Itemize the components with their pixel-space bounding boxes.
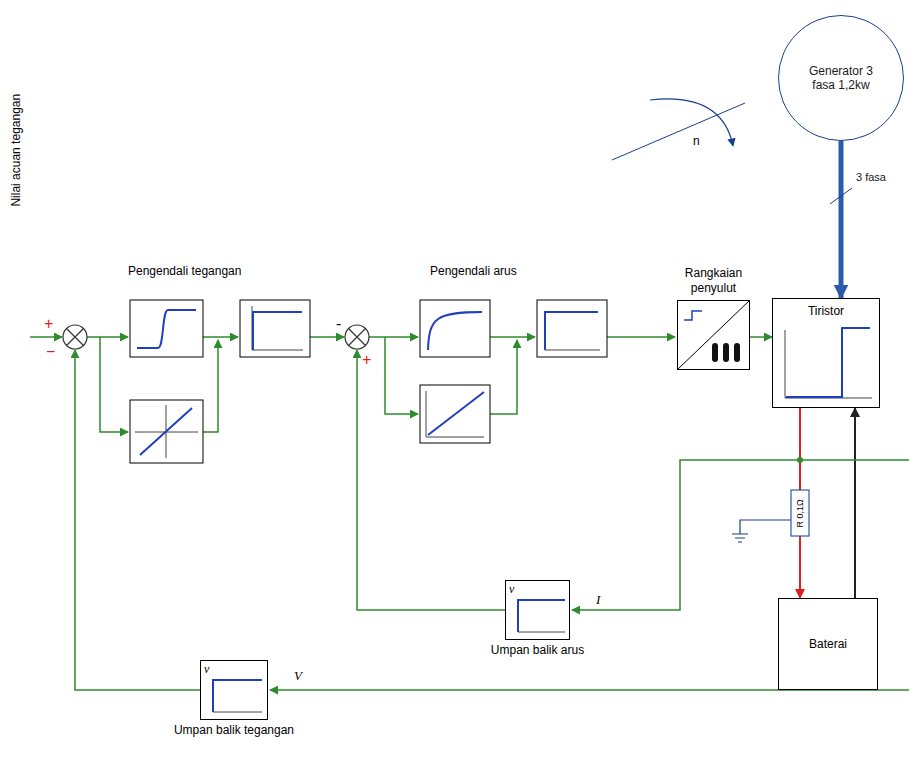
firing-circuit-symbol	[677, 300, 750, 370]
input-label: Nilai acuan tegangan	[9, 94, 23, 207]
battery-return-line	[854, 408, 856, 598]
node-text: v	[204, 662, 209, 676]
summing-junction	[63, 325, 369, 349]
transfer-block	[130, 300, 607, 463]
wire-junction	[797, 457, 803, 463]
ground-symbol	[732, 520, 791, 542]
group-heading: Pengendali tegangan	[128, 264, 241, 278]
sign-label: +	[44, 314, 53, 333]
signal-name: V	[294, 668, 302, 684]
thyristor-box: Tiristor	[772, 298, 880, 408]
signal-wire	[30, 337, 909, 690]
node-text: Generator 3 fasa 1,2kw	[808, 64, 874, 93]
sign-label: +	[362, 350, 371, 369]
firing-signal	[750, 336, 772, 338]
block-axes	[135, 306, 872, 712]
node-text: Umpan balik tegangan	[174, 723, 294, 737]
voltage-feedback-box: vUmpan balik tegangan	[200, 660, 268, 720]
speed-label: n	[693, 134, 700, 148]
node-text: Tiristor	[808, 304, 844, 318]
phase-slash	[830, 188, 852, 204]
current-feedback-box: vUmpan balik arus	[505, 580, 570, 640]
firing-circuit-box: Rangkaian penyulut	[677, 300, 750, 370]
node-text: v	[509, 582, 514, 596]
node-text: Umpan balik arus	[491, 643, 584, 657]
signal-name: I	[596, 592, 600, 608]
node-text: Baterai	[809, 637, 847, 651]
sign-label: −	[46, 342, 55, 361]
generator-circle: Generator 3 fasa 1,2kw	[778, 15, 904, 141]
battery-box: Baterai	[778, 598, 878, 690]
node-text: Rangkaian penyulut	[672, 266, 756, 295]
three-phase-line	[839, 141, 844, 298]
rotation-arrow	[612, 99, 745, 160]
block-curve	[137, 310, 870, 712]
resistor-symbol	[791, 490, 809, 536]
group-heading: Pengendali arus	[430, 264, 517, 278]
resistor-value: R 0,1Ω	[795, 499, 806, 527]
edge-label: 3 fasa	[856, 171, 886, 184]
sign-label: -	[336, 314, 341, 333]
